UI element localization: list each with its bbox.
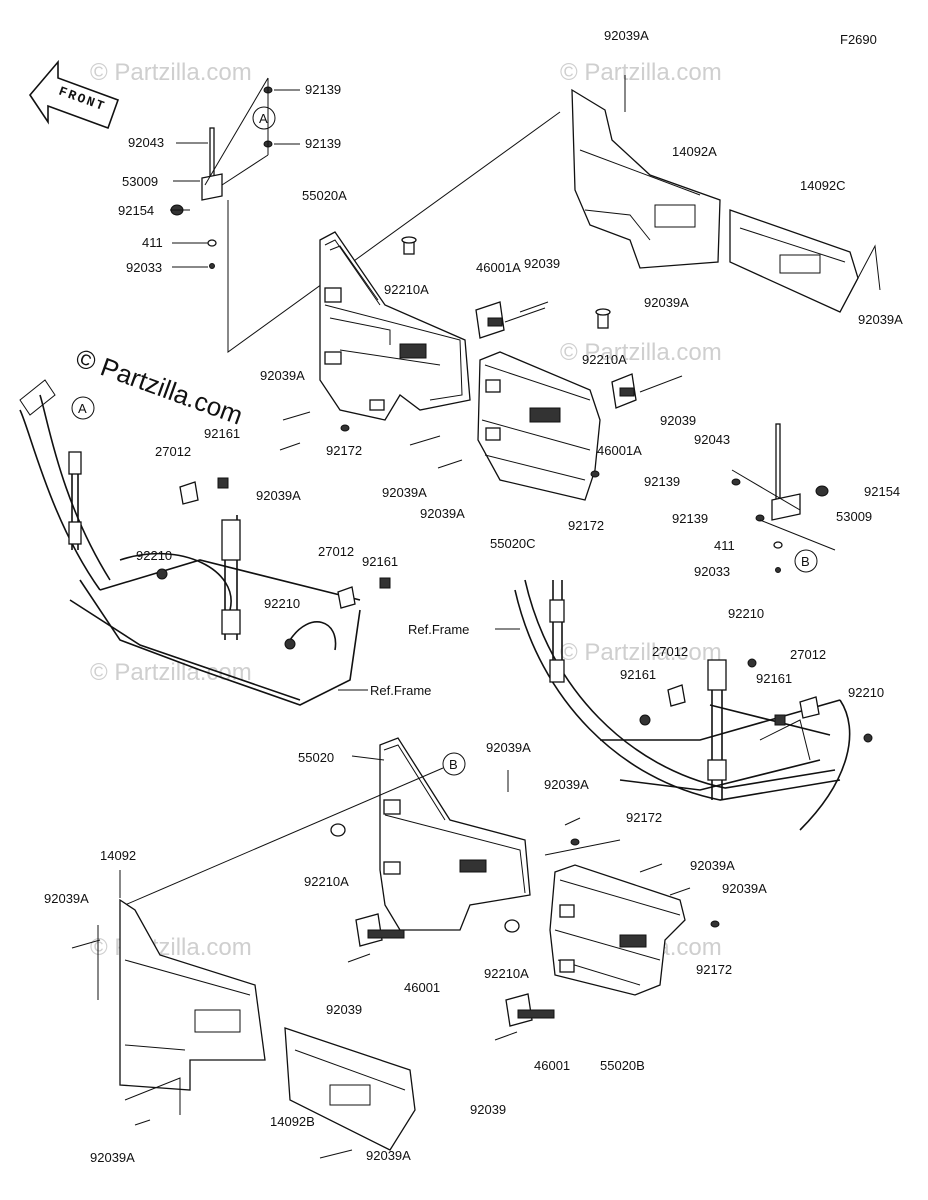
frame-left xyxy=(19,379,361,706)
part-label: 92039A xyxy=(260,368,305,383)
callout-a-frame: A xyxy=(78,401,87,416)
part-label: 92210 xyxy=(136,548,172,563)
part-label: 92039 xyxy=(524,256,560,271)
panel-14092a xyxy=(571,88,721,269)
part-label: 92043 xyxy=(128,135,164,150)
part-label: 92154 xyxy=(118,203,154,218)
part-label: 55020A xyxy=(302,188,347,203)
part-label: 27012 xyxy=(652,644,688,659)
watermarks: © Partzilla.com © Partzilla.com © Partzi… xyxy=(90,59,722,961)
hinge-46001a-right xyxy=(611,373,683,409)
watermark: © Partzilla.com xyxy=(560,339,722,366)
hinge-46001-right xyxy=(505,993,555,1027)
part-label: 92161 xyxy=(620,667,656,682)
part-label: 53009 xyxy=(836,509,872,524)
panel-14092 xyxy=(119,898,266,1091)
panel-14092c xyxy=(729,209,859,313)
part-label: 92039A xyxy=(722,881,767,896)
callout-b: B xyxy=(801,554,810,569)
part-label: 92039A xyxy=(690,858,735,873)
part-label: 92139 xyxy=(644,474,680,489)
part-label: 92210 xyxy=(728,606,764,621)
part-label: 92039 xyxy=(326,1002,362,1017)
part-label: 14092A xyxy=(672,144,717,159)
watermark: © Partzilla.com xyxy=(90,934,252,961)
part-label: 55020 xyxy=(298,750,334,765)
part-label: 92039A xyxy=(382,485,427,500)
part-label: 92210A xyxy=(384,282,429,297)
part-label: 92210A xyxy=(582,352,627,367)
watermark: © Partzilla.com xyxy=(560,639,722,666)
part-label: 92172 xyxy=(696,962,732,977)
part-label: 53009 xyxy=(122,174,158,189)
part-label: 92039A xyxy=(486,740,531,755)
part-label: 27012 xyxy=(318,544,354,559)
ref-frame-label: Ref.Frame xyxy=(370,683,431,698)
door-panel-55020 xyxy=(379,737,531,931)
panel-14092b xyxy=(284,1027,416,1151)
part-label: 92039A xyxy=(90,1150,135,1165)
door-panel-55020a xyxy=(319,231,471,421)
hinge-bolt-assembly-b xyxy=(731,423,836,573)
part-label: 92039A xyxy=(858,312,903,327)
part-label: 55020C xyxy=(490,536,536,551)
part-label: 92039A xyxy=(644,295,689,310)
part-label: 92161 xyxy=(362,554,398,569)
part-label: 92161 xyxy=(756,671,792,686)
part-label: 92210 xyxy=(848,685,884,700)
watermark-main: © Partzilla.com xyxy=(72,342,247,430)
part-label: 14092 xyxy=(100,848,136,863)
part-label: 92210 xyxy=(264,596,300,611)
part-label: 92154 xyxy=(864,484,900,499)
part-label: 14092C xyxy=(800,178,846,193)
callout-b-door: B xyxy=(449,757,458,772)
part-label: 411 xyxy=(714,538,735,553)
part-label: 92033 xyxy=(694,564,730,579)
part-label: 92043 xyxy=(694,432,730,447)
part-label: 55020B xyxy=(600,1058,645,1073)
part-label: 92210A xyxy=(304,874,349,889)
door-panel-55020b xyxy=(549,864,686,996)
part-label: 92139 xyxy=(305,136,341,151)
part-label: 92172 xyxy=(568,518,604,533)
part-label: 27012 xyxy=(790,647,826,662)
part-label: 14092B xyxy=(270,1114,315,1129)
watermark: © Partzilla.com xyxy=(90,59,252,86)
part-label: 92139 xyxy=(672,511,708,526)
part-label: 92039 xyxy=(660,413,696,428)
hinge-46001 xyxy=(355,913,405,947)
part-label: 92039A xyxy=(604,28,649,43)
part-label: 92039A xyxy=(420,506,465,521)
part-label: 411 xyxy=(142,235,163,250)
part-label: 46001 xyxy=(534,1058,570,1073)
frame-right xyxy=(514,579,851,831)
hinge-bolt-assembly-a: A xyxy=(170,77,561,353)
part-label: 92039A xyxy=(366,1148,411,1163)
figure-code: F2690 xyxy=(840,32,877,47)
watermark: © Partzilla.com xyxy=(90,659,252,686)
ref-frame-label: Ref.Frame xyxy=(408,622,469,637)
callout-a: A xyxy=(259,111,268,126)
part-label: 92033 xyxy=(126,260,162,275)
door-panel-55020c xyxy=(477,351,601,501)
part-label: 92210A xyxy=(484,966,529,981)
part-label: 92172 xyxy=(326,443,362,458)
part-label: 92139 xyxy=(305,82,341,97)
watermark: © Partzilla.com xyxy=(560,59,722,86)
part-label: 92161 xyxy=(204,426,240,441)
part-label: 92039A xyxy=(44,891,89,906)
hinge-46001a xyxy=(475,301,546,339)
part-label: 46001 xyxy=(404,980,440,995)
part-label: 92039A xyxy=(544,777,589,792)
part-labels: 92039A 92139 92139 92043 53009 92154 411… xyxy=(44,28,903,1165)
part-label: 46001A xyxy=(597,443,642,458)
part-label: 92039 xyxy=(470,1102,506,1117)
part-label: 92172 xyxy=(626,810,662,825)
part-label: 92039A xyxy=(256,488,301,503)
part-label: 46001A xyxy=(476,260,521,275)
part-label: 27012 xyxy=(155,444,191,459)
